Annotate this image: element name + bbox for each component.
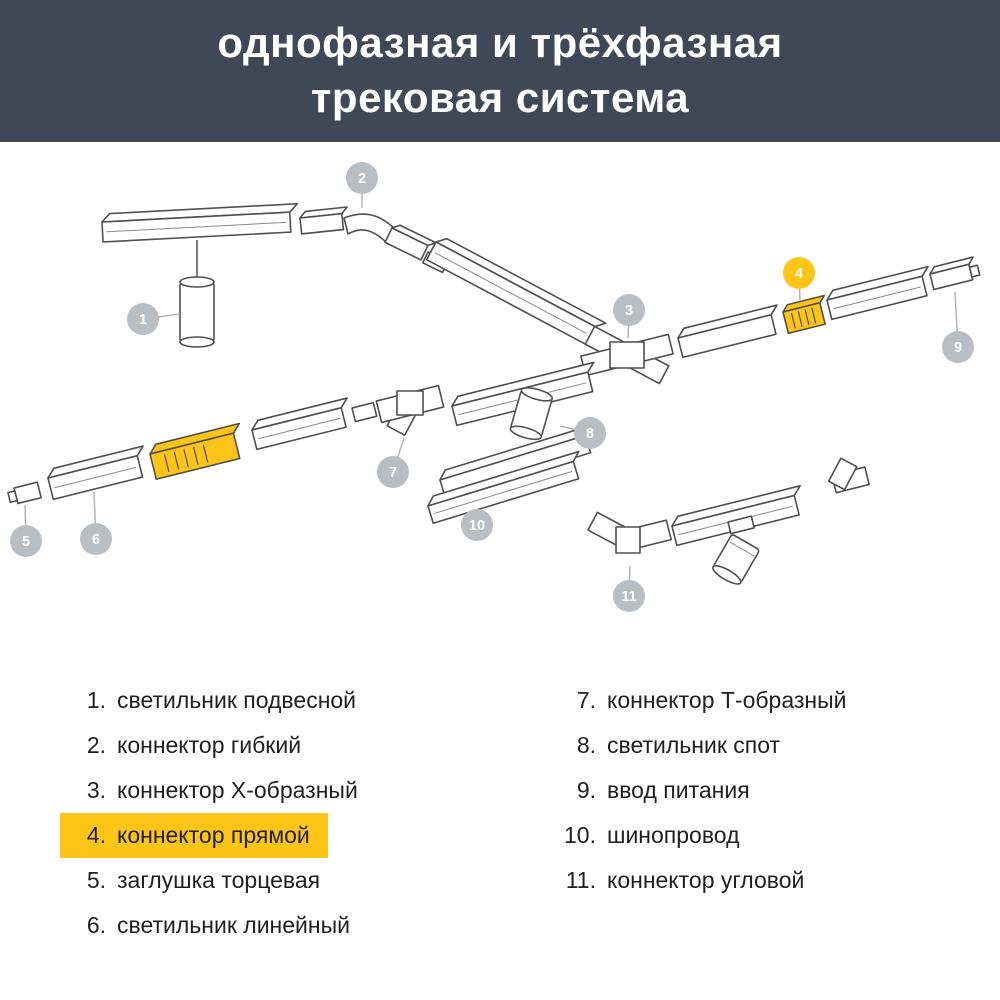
- legend-item-number: 7.: [576, 687, 596, 713]
- legend-item-1: 1. светильник подвесной: [60, 678, 374, 723]
- legend-item-6: 6. светильник линейный: [60, 903, 368, 948]
- legend-item-label: коннектор Т-образный: [607, 687, 847, 713]
- legend-item-label: коннектор угловой: [607, 867, 805, 893]
- part-straight-connector-left: [149, 422, 241, 481]
- diagram-badge-1: 1: [127, 303, 181, 335]
- svg-text:7: 7: [389, 465, 397, 481]
- legend-item-label: коннектор прямой: [117, 822, 310, 848]
- legend-item-number: 9.: [576, 777, 596, 803]
- legend-item-label: светильник подвесной: [117, 687, 357, 713]
- part-end-cap-5: [7, 481, 42, 505]
- svg-text:5: 5: [22, 534, 30, 550]
- part-linear-light-6: [47, 445, 144, 501]
- legend-item-9: 9. ввод питания: [550, 768, 768, 813]
- legend-item-number: 3.: [86, 777, 106, 803]
- legend-item-10: 10. шинопровод: [550, 813, 758, 858]
- legend-item-2: 2. коннектор гибкий: [60, 723, 319, 768]
- legend-item-11: 11. коннектор угловой: [550, 858, 822, 903]
- legend-column-left: 1. светильник подвесной 2. коннектор гибкий…: [60, 678, 550, 948]
- track-system-diagram: 1 2 3 4 5 6 7 8 9 10 11: [0, 142, 1000, 652]
- legend-item-3: 3. коннектор X-образный: [60, 768, 376, 813]
- part-track-bottom: [671, 485, 801, 547]
- part-track-right-long: [826, 265, 929, 321]
- diagram-badge-6: 6: [80, 491, 112, 555]
- legend-item-8: 8. светильник спот: [550, 723, 798, 768]
- legend-item-number: 6.: [86, 912, 106, 938]
- part-spot-light-bottom: [711, 515, 760, 585]
- svg-text:2: 2: [358, 171, 366, 187]
- part-track-left: [251, 397, 348, 451]
- diagram-badge-8: 8: [559, 417, 606, 449]
- page-title: однофазная и трёхфазная трековая система: [217, 16, 782, 125]
- legend-item-number: 2.: [86, 732, 106, 758]
- page-title-line1: однофазная и трёхфазная: [217, 19, 783, 67]
- part-power-input-9: [929, 256, 981, 291]
- part-track-right-short: [677, 304, 778, 359]
- part-t-connector-7: [375, 384, 445, 436]
- diagram-badge-5: 5: [10, 504, 42, 557]
- svg-text:11: 11: [621, 589, 636, 605]
- legend-column-right: 7. коннектор Т-образный 8. светильник спот 9…: [550, 678, 865, 948]
- svg-text:1: 1: [139, 312, 147, 328]
- diagram-svg: 1 2 3 4 5 6 7 8 9 10 11: [7, 162, 981, 612]
- legend-item-number: 5.: [86, 867, 106, 893]
- page-title-line2: трековая система: [310, 74, 690, 121]
- diagram-badge-11: 11: [613, 565, 645, 612]
- diagram-badges: 1 2 3 4 5 6 7 8 9 10 11: [10, 162, 974, 612]
- legend-item-label: светильник спот: [607, 732, 781, 758]
- legend-item-label: ввод питания: [607, 777, 750, 803]
- svg-text:8: 8: [586, 426, 594, 442]
- svg-text:9: 9: [954, 340, 962, 356]
- part-x-connector-3: [580, 325, 674, 385]
- legend-item-label: заглушка торцевая: [117, 867, 321, 893]
- legend: 1. светильник подвесной 2. коннектор гибкий…: [0, 652, 1000, 948]
- part-pendant-light-1: [101, 202, 299, 348]
- part-flexible-connector-2: [299, 206, 449, 274]
- part-track-upper: [425, 237, 607, 345]
- legend-item-number: 4.: [86, 822, 106, 848]
- legend-item-4: 4. коннектор прямой: [60, 813, 328, 858]
- svg-text:6: 6: [92, 532, 100, 548]
- part-hanger-clip: [351, 401, 378, 423]
- legend-item-label: светильник линейный: [117, 912, 350, 938]
- diagram-badge-9: 9: [942, 291, 974, 363]
- legend-item-number: 1.: [86, 687, 106, 713]
- svg-text:10: 10: [469, 518, 485, 534]
- part-corner-right: [827, 457, 870, 494]
- diagram-badge-7: 7: [377, 437, 409, 488]
- legend-item-number: 8.: [576, 732, 596, 758]
- part-spot-light-8: [509, 387, 554, 441]
- legend-item-number: 11.: [565, 867, 596, 893]
- svg-text:4: 4: [795, 266, 803, 282]
- legend-item-label: шинопровод: [607, 822, 740, 848]
- legend-item-5: 5. заглушка торцевая: [60, 858, 338, 903]
- legend-item-number: 10.: [564, 822, 596, 848]
- diagram-badge-4: 4: [783, 257, 815, 301]
- legend-item-7: 7. коннектор Т-образный: [550, 678, 865, 723]
- header: однофазная и трёхфазная трековая система: [0, 0, 1000, 142]
- diagram-badge-2: 2: [346, 162, 378, 208]
- svg-text:3: 3: [625, 303, 633, 319]
- part-corner-connector-11: [587, 511, 672, 554]
- diagram-badge-10: 10: [461, 509, 493, 541]
- part-straight-connector-4: [782, 294, 826, 335]
- legend-item-label: коннектор гибкий: [117, 732, 302, 758]
- diagram-badge-3: 3: [613, 294, 645, 339]
- legend-item-label: коннектор X-образный: [117, 777, 358, 803]
- part-busbar-track-10b: [427, 450, 580, 525]
